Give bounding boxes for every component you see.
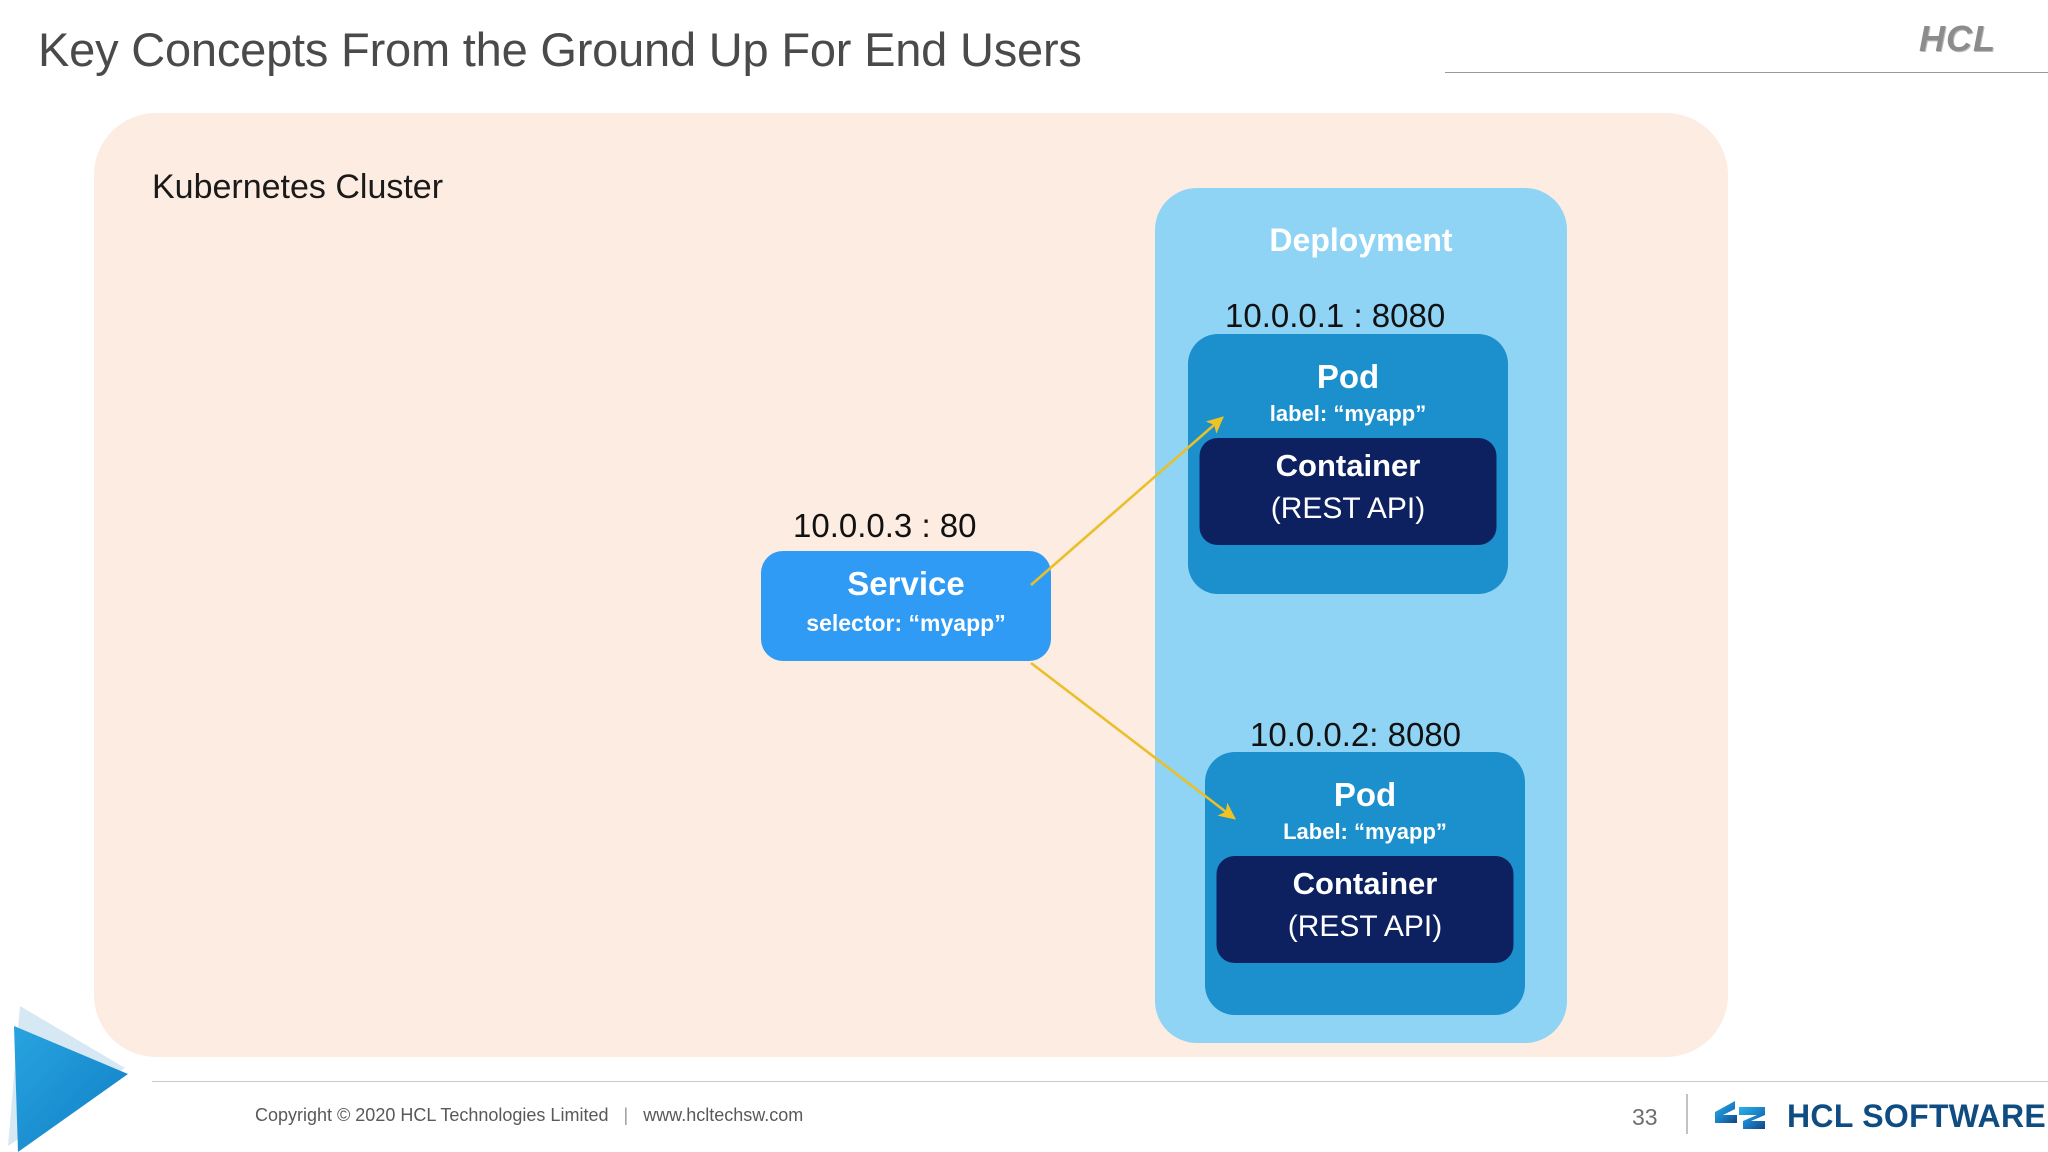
pod-2-ip-address: 10.0.0.2: 8080 xyxy=(1250,716,1462,753)
pod-2-container-subtitle: (REST API) xyxy=(1287,910,1443,943)
pod-2-container-title: Container xyxy=(1292,866,1438,901)
pod-1-box: Pod label: “myapp” Container (REST API) xyxy=(1188,334,1508,594)
footer-separator: | xyxy=(623,1105,629,1125)
footer-vertical-divider xyxy=(1686,1094,1688,1134)
service-ip-address: 10.0.0.3 : 80 xyxy=(793,507,977,544)
pod-1-container-subtitle: (REST API) xyxy=(1270,492,1426,525)
page-number: 33 xyxy=(1632,1104,1658,1130)
service-box: Service selector: “myapp” xyxy=(761,551,1051,661)
kubernetes-cluster-label: Kubernetes Cluster xyxy=(152,168,444,206)
copyright-text: Copyright © 2020 HCL Technologies Limite… xyxy=(255,1105,609,1125)
service-title: Service xyxy=(847,565,965,602)
pod-1-title: Pod xyxy=(1316,358,1380,395)
footer-copyright: Copyright © 2020 HCL Technologies Limite… xyxy=(255,1105,803,1126)
decorative-triangles xyxy=(8,1006,128,1152)
triangle-front xyxy=(14,1026,128,1152)
header-divider xyxy=(1445,72,2048,73)
pod-1-ip-address: 10.0.0.1 : 8080 xyxy=(1225,297,1446,334)
pod-2-label: Label: “myapp” xyxy=(1283,819,1447,844)
pod-2-title: Pod xyxy=(1333,776,1397,813)
hcl-software-logo-icon xyxy=(1715,1101,1765,1129)
pod-2-container-box: Container (REST API) xyxy=(1216,856,1514,963)
pod-1-container-title: Container xyxy=(1275,448,1421,483)
deployment-label: Deployment xyxy=(1269,222,1453,258)
pod-1-container-box: Container (REST API) xyxy=(1199,438,1497,545)
page-title: Key Concepts From the Ground Up For End … xyxy=(38,23,1082,76)
pod-1-label: label: “myapp” xyxy=(1269,401,1427,426)
hcl-logo-icon: HCL xyxy=(1919,18,1996,59)
footer-website: www.hcltechsw.com xyxy=(643,1105,804,1125)
service-selector-label: selector: “myapp” xyxy=(806,610,1006,636)
pod-2-box: Pod Label: “myapp” Container (REST API) xyxy=(1205,752,1525,1015)
hcl-software-brand-text: HCL SOFTWARE xyxy=(1787,1098,2047,1134)
footer-divider-line xyxy=(152,1081,2048,1082)
